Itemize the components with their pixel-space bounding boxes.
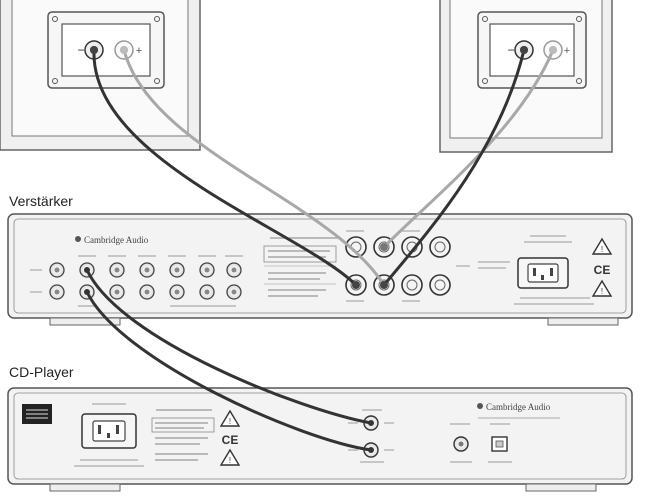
- amplifier-input-sockets: [30, 255, 243, 307]
- amplifier-warning-icons: ! CE !: [591, 237, 613, 297]
- warning-triangle-icon: [219, 448, 241, 466]
- right-speaker-terminal-plate: − +: [477, 11, 587, 89]
- left-positive-cable: [122, 48, 386, 287]
- speaker-cables: [92, 48, 555, 287]
- ce-mark: CE: [594, 263, 611, 277]
- warning-triangle-icon: [591, 237, 613, 255]
- amplifier-rear-panel: Cambridge Audio: [7, 213, 633, 326]
- svg-text:Cambridge Audio: Cambridge Audio: [486, 402, 551, 412]
- left-negative-cable: [92, 48, 358, 287]
- minus-terminal-symbol: −: [507, 43, 514, 57]
- left-speaker: − +: [0, 0, 201, 151]
- cd-player-digital-outputs: [450, 423, 512, 463]
- plus-terminal-symbol: +: [564, 45, 570, 57]
- svg-text:!: !: [229, 456, 231, 465]
- svg-text:Cambridge Audio: Cambridge Audio: [84, 235, 149, 245]
- minus-terminal-symbol: −: [77, 43, 84, 57]
- amplifier-power-socket: [478, 235, 594, 305]
- amplifier-speaker-terminals: [345, 230, 470, 302]
- left-speaker-terminal-plate: − +: [47, 11, 165, 89]
- interconnect-cables: [85, 268, 373, 452]
- left-channel-interconnect: [85, 268, 373, 425]
- cd-player-spec-block: [151, 409, 215, 461]
- right-channel-interconnect: [85, 290, 373, 452]
- cd-player-brand-logo: Cambridge Audio: [477, 402, 560, 419]
- cd-player-warning-icons: ! CE !: [219, 409, 241, 466]
- plus-terminal-symbol: +: [136, 45, 142, 57]
- cd-player-label-sticker: [22, 404, 52, 424]
- svg-text:!: !: [601, 287, 603, 296]
- ce-mark: CE: [222, 433, 239, 447]
- cd-player-label: CD-Player: [9, 364, 74, 380]
- amplifier-label: Verstärker: [9, 193, 73, 209]
- cd-player-rear-panel: ! CE ! Cambridge Audio: [7, 387, 633, 492]
- warning-triangle-icon: [591, 279, 613, 297]
- svg-text:!: !: [601, 245, 603, 254]
- svg-text:!: !: [229, 417, 231, 426]
- right-negative-cable: [382, 48, 526, 287]
- amplifier-brand-logo: Cambridge Audio: [75, 235, 149, 245]
- right-positive-cable: [382, 48, 555, 249]
- cd-player-power-socket: [74, 403, 144, 467]
- right-speaker: − +: [439, 0, 613, 153]
- warning-triangle-icon: [219, 409, 241, 427]
